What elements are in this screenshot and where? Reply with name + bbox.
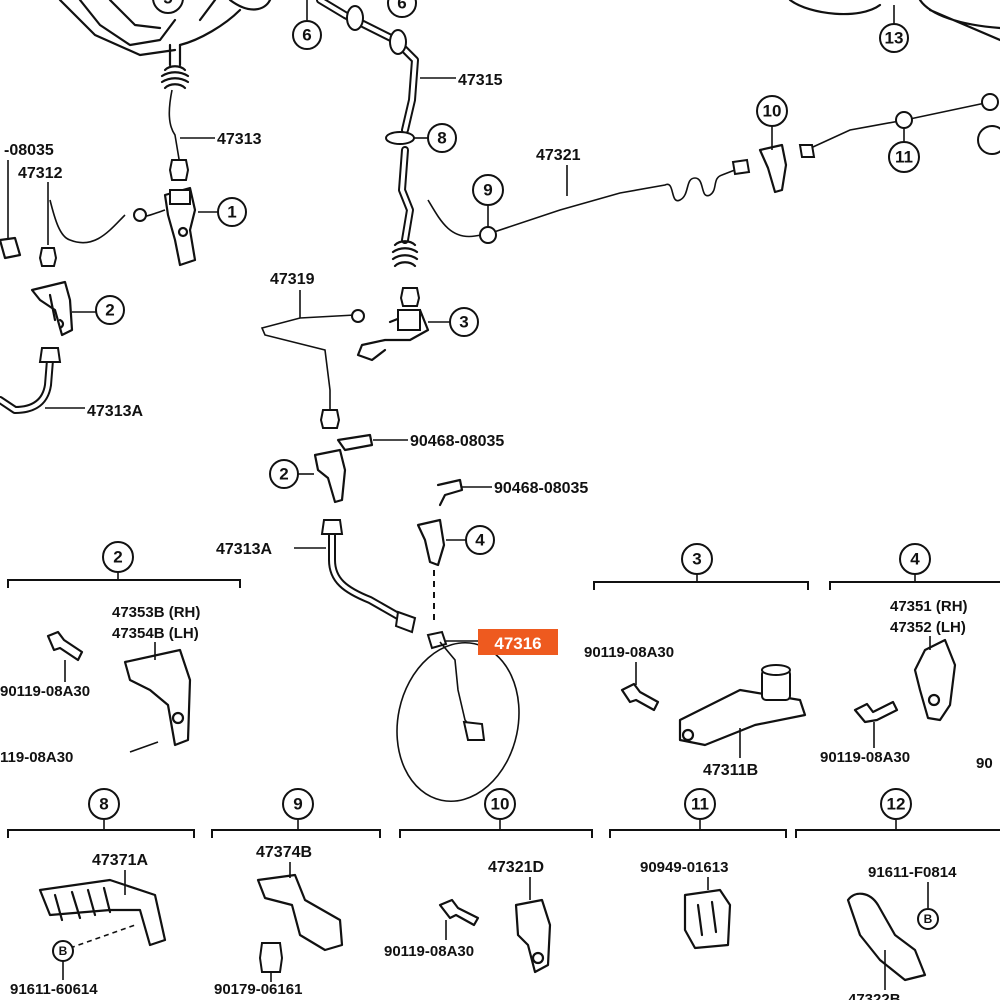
callout-11-label: 11 [895, 148, 913, 167]
callout-2-center [269, 459, 299, 489]
label-08035: -08035 [4, 142, 54, 159]
section-3-callout [681, 543, 713, 575]
pipe-47313A-mid [294, 519, 417, 634]
section-12-callout [880, 788, 912, 820]
label-47313: 47313 [217, 131, 262, 148]
callout-1 [217, 197, 247, 227]
section-2-callout [102, 541, 134, 573]
label-90468-a: 90468-08035 [410, 433, 504, 450]
callout-13-label: 13 [885, 29, 904, 48]
section-2: 2 47353B (RH) 47354B (LH) 90119-08A30 11… [0, 541, 241, 766]
label-90119-c: 90119-08A30 [584, 644, 674, 661]
section-11-callout [684, 788, 716, 820]
callout-10-label: 10 [763, 102, 782, 121]
highlight-47316 [478, 629, 558, 655]
label-47316: 47316 [494, 634, 541, 653]
label-47319: 47319 [270, 271, 315, 288]
label-47322B: 47322B [848, 991, 901, 1000]
label-90468-b: 90468-08035 [494, 480, 588, 497]
section-3-label: 3 [692, 550, 701, 569]
callout-b-1: B [59, 944, 68, 958]
label-90-edge: 90 [976, 755, 993, 772]
section-11-label: 11 [691, 795, 709, 814]
label-90119-d: 90119-08A30 [820, 749, 910, 766]
label-47312: 47312 [18, 165, 63, 182]
bracket-1 [163, 186, 220, 267]
pipe-47315 [316, 0, 419, 268]
label-90949: 90949-01613 [640, 859, 728, 876]
callout-6b [387, 0, 417, 18]
section-9-callout [282, 788, 314, 820]
section-4: 4 47351 (RH) 47352 (LH) 90119-08A30 90 [820, 543, 1000, 772]
section-4-callout [899, 543, 931, 575]
bracket-2-left [30, 280, 96, 337]
label-90119-a: 90119-08A30 [0, 683, 90, 700]
callout-2a-label: 2 [105, 301, 114, 320]
section-8-label: 8 [99, 795, 108, 814]
clip-90468-a [336, 433, 408, 452]
label-47313A-left: 47313A [87, 403, 143, 420]
label-90119-e: 90119-08A30 [384, 943, 474, 960]
callout-9 [472, 174, 504, 206]
callout-8 [427, 123, 457, 153]
label-47311B: 47311B [703, 762, 758, 779]
top-left-assembly: 5 [58, 0, 272, 166]
section-10-label: 10 [491, 795, 510, 814]
section-11: 11 90949-01613 [609, 788, 787, 950]
callout-9-label: 9 [483, 181, 492, 200]
bracket-3-top [356, 308, 450, 362]
section-12: 12 91611-F0814 B 47322B [795, 788, 1000, 1000]
label-47313A-mid: 47313A [216, 541, 272, 558]
section-9-label: 9 [293, 795, 302, 814]
label-47321D: 47321D [488, 859, 544, 876]
label-47353B: 47353B (RH) [112, 604, 200, 621]
callout-6a-label: 6 [302, 26, 311, 45]
label-47371A: 47371A [92, 852, 148, 869]
label-47351: 47351 (RH) [890, 598, 968, 615]
label-90119-b: 119-08A30 [0, 749, 73, 766]
callout-5-label: 5 [163, 0, 172, 8]
callout-6a [292, 20, 322, 50]
section-12-label: 12 [887, 795, 906, 814]
callout-3-top [449, 307, 479, 337]
section-10-callout [484, 788, 516, 820]
clip-90468-b [436, 478, 492, 507]
section-8-callout [88, 788, 120, 820]
callout-10-top [756, 95, 788, 127]
callout-4-center [465, 525, 495, 555]
section-3: 3 90119-08A30 47311B [584, 543, 809, 779]
callout-4a-label: 4 [475, 531, 485, 550]
callout-5 [152, 0, 184, 14]
section-2-label: 2 [113, 548, 122, 567]
pipe-47313A-left [0, 347, 85, 414]
label-47352: 47352 (LH) [890, 619, 966, 636]
callout-2b-label: 2 [279, 465, 288, 484]
hose-47316 [396, 630, 520, 803]
callout-11-top [888, 141, 920, 173]
callout-b-2: B [924, 912, 933, 926]
callout-13 [879, 23, 909, 53]
label-47354B: 47354B (LH) [112, 625, 199, 642]
callout-6b-label: 6 [397, 0, 406, 13]
callout-2-top-left [95, 295, 125, 325]
bracket-4-center [416, 518, 466, 625]
section-8: 8 47371A B 91611-60614 [7, 788, 195, 998]
callout-3a-label: 3 [459, 313, 468, 332]
label-90179: 90179-06161 [214, 981, 302, 998]
section-10: 10 47321D 90119-08A30 [384, 788, 593, 974]
callout-8-label: 8 [437, 129, 446, 148]
nut-47313 [168, 159, 190, 181]
callout-1-label: 1 [227, 203, 236, 222]
section-4-label: 4 [910, 550, 920, 569]
label-47374B: 47374B [256, 844, 312, 861]
bracket-2-center [298, 448, 347, 504]
label-47321: 47321 [536, 147, 581, 164]
label-47315: 47315 [458, 72, 503, 89]
section-9: 9 47374B 90179-06161 [211, 788, 381, 998]
line-47321 [427, 93, 999, 244]
label-91611-60614: 91611-60614 [10, 981, 98, 998]
label-91611-F0814: 91611-F0814 [868, 864, 957, 881]
